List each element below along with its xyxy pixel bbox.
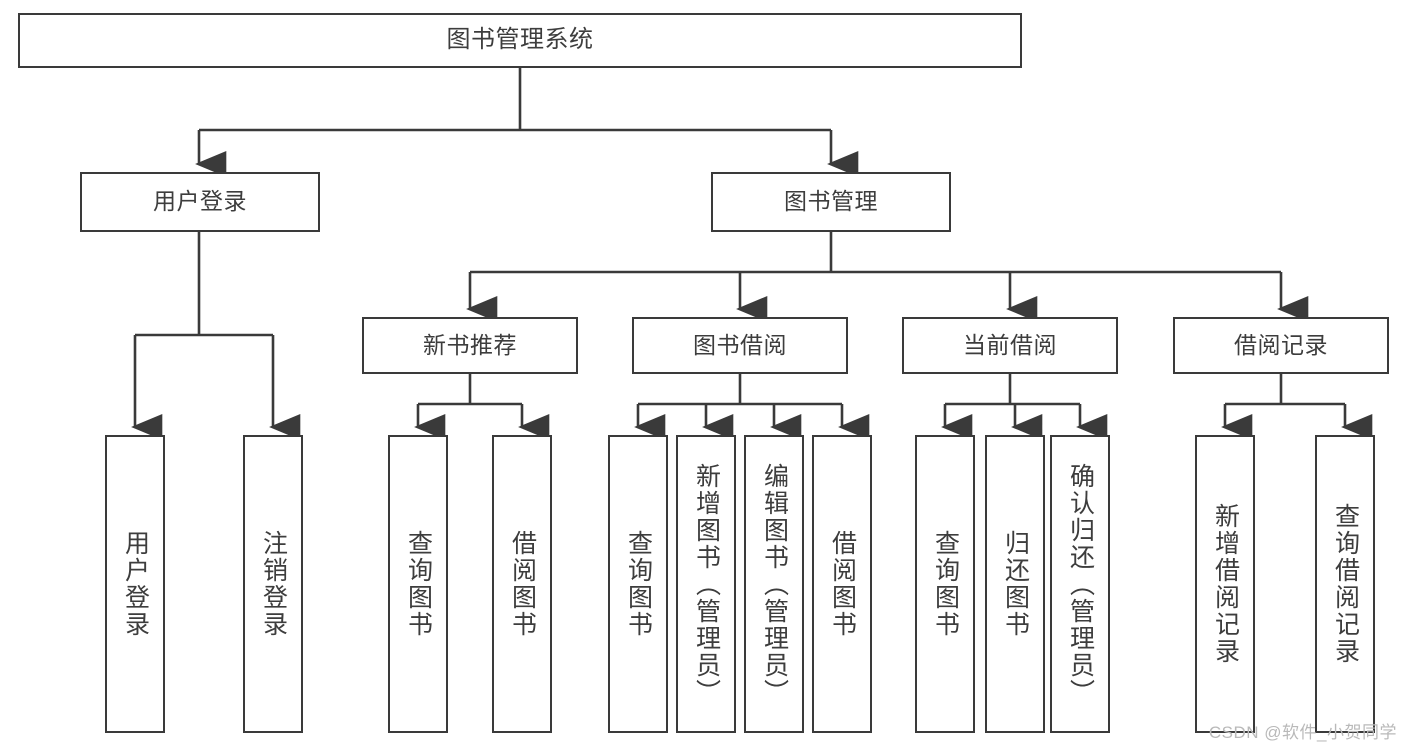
node-book-management[interactable]: 图书管理: [711, 172, 951, 232]
node-label: 借阅记录: [1234, 331, 1328, 358]
node-label: 图书管理: [784, 188, 878, 215]
node-label: 当前借阅: [963, 331, 1057, 358]
node-label: 注销登录: [259, 530, 288, 638]
node-label: 用户登录: [121, 530, 150, 638]
leaf-query-borrow-record[interactable]: 查询借阅记录: [1315, 435, 1375, 733]
node-label: 查询图书: [404, 530, 433, 638]
leaf-return-book[interactable]: 归还图书: [985, 435, 1045, 733]
watermark: CSDN @软件_小贺同学: [1208, 723, 1397, 742]
node-label: 查询借阅记录: [1331, 503, 1360, 665]
leaf-confirm-return-admin[interactable]: 确认归还（管理员）: [1050, 435, 1110, 733]
node-borrow-record[interactable]: 借阅记录: [1173, 317, 1389, 374]
node-label: 用户登录: [153, 188, 247, 215]
leaf-add-borrow-record[interactable]: 新增借阅记录: [1195, 435, 1255, 733]
node-label: 图书管理系统: [446, 26, 594, 54]
node-label: 归还图书: [1001, 530, 1030, 638]
node-label: 确认归还（管理员）: [1066, 462, 1095, 706]
node-book-borrow[interactable]: 图书借阅: [632, 317, 848, 374]
node-label: 查询图书: [624, 530, 653, 638]
leaf-user-login[interactable]: 用户登录: [105, 435, 165, 733]
leaf-edit-book-admin[interactable]: 编辑图书（管理员）: [744, 435, 804, 733]
node-current-borrow[interactable]: 当前借阅: [902, 317, 1118, 374]
leaf-query-book-new-rec[interactable]: 查询图书: [388, 435, 448, 733]
node-label: 图书借阅: [693, 331, 787, 358]
leaf-query-book-borrow[interactable]: 查询图书: [608, 435, 668, 733]
leaf-query-book-current[interactable]: 查询图书: [915, 435, 975, 733]
node-label: 新增借阅记录: [1211, 503, 1240, 665]
node-label: 编辑图书（管理员）: [760, 462, 789, 706]
node-user-login[interactable]: 用户登录: [80, 172, 320, 232]
leaf-add-book-admin[interactable]: 新增图书（管理员）: [676, 435, 736, 733]
leaf-logout[interactable]: 注销登录: [243, 435, 303, 733]
node-label: 借阅图书: [828, 530, 857, 638]
node-label: 新增图书（管理员）: [692, 462, 721, 706]
node-new-book-recommendation[interactable]: 新书推荐: [362, 317, 578, 374]
leaf-borrow-book-new-rec[interactable]: 借阅图书: [492, 435, 552, 733]
leaf-borrow-book[interactable]: 借阅图书: [812, 435, 872, 733]
node-label: 新书推荐: [423, 331, 517, 358]
node-label: 查询图书: [931, 530, 960, 638]
node-root-system[interactable]: 图书管理系统: [18, 13, 1022, 68]
node-label: 借阅图书: [508, 530, 537, 638]
